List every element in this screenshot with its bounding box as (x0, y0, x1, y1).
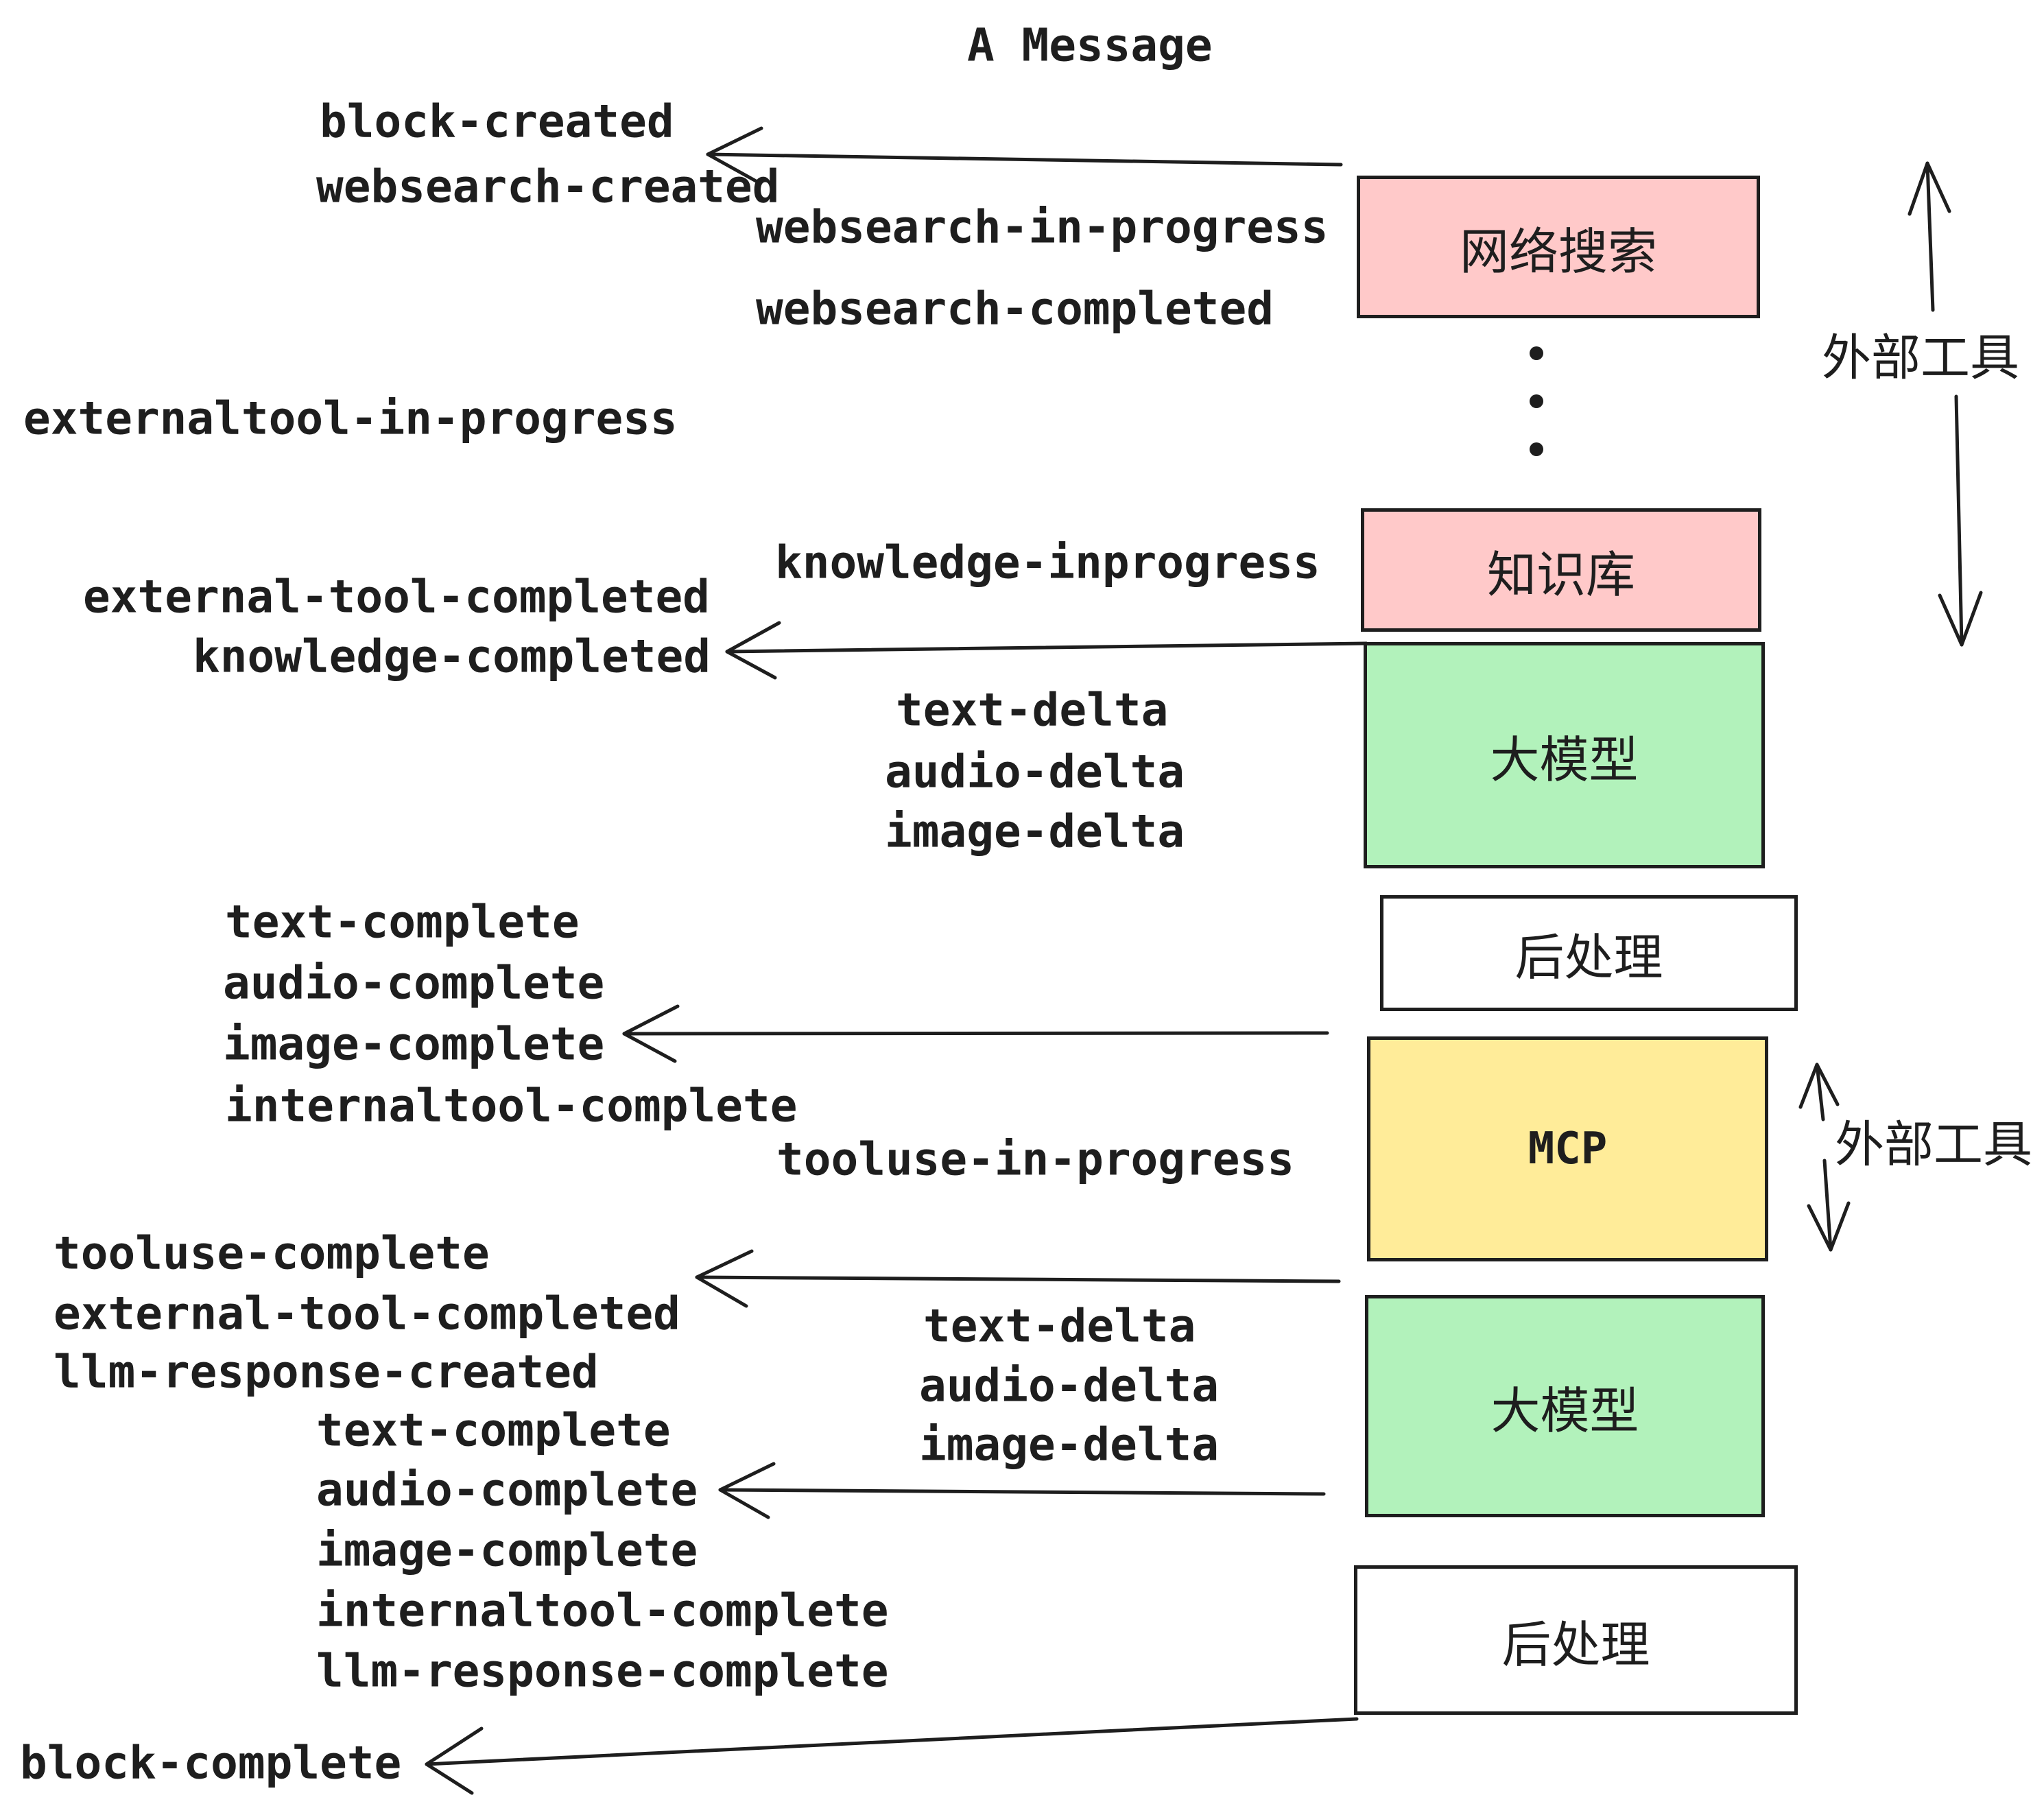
diagram-title: A Message (967, 19, 1213, 72)
stage-box-knowledge-base: 知识库 (1361, 508, 1761, 632)
event-label-internaltool-complete-2: internaltool-complete (316, 1584, 889, 1637)
event-label-text-delta-1: text-delta (896, 683, 1169, 737)
stage-box-postprocess-1: 后处理 (1380, 895, 1798, 1011)
left-arrow-to-block-complete (425, 1717, 1359, 1795)
external-tools-label-2: 外部工具 (1835, 1115, 2033, 1174)
event-label-internaltool-complete-1: internaltool-complete (225, 1079, 798, 1132)
event-label-knowledge-inprogress: knowledge-inprogress (775, 536, 1320, 589)
event-label-audio-complete-1: audio-complete (223, 956, 605, 1010)
stage-box-mcp: MCP (1367, 1036, 1768, 1261)
left-arrow-to-tooluse-complete (695, 1249, 1341, 1308)
event-label-image-delta-2: image-delta (919, 1418, 1220, 1471)
stage-box-llm-1-label: 大模型 (1490, 731, 1639, 789)
stage-box-knowledge-base-label: 知识库 (1486, 545, 1635, 604)
stage-box-websearch-label: 网络搜索 (1459, 222, 1657, 281)
event-label-websearch-created: websearch-created (316, 160, 780, 213)
external-tool-up-arrow-1 (1908, 161, 1951, 312)
event-label-tooluse-in-progress: tooluse-in-progress (776, 1132, 1294, 1186)
stage-box-postprocess-2-label: 后处理 (1501, 1615, 1650, 1674)
event-label-audio-delta-1: audio-delta (885, 745, 1185, 798)
event-label-llm-response-complete: llm-response-complete (316, 1644, 889, 1698)
stage-box-llm-1: 大模型 (1364, 642, 1765, 868)
stage-box-llm-2: 大模型 (1365, 1295, 1765, 1517)
event-label-image-delta-1: image-delta (885, 805, 1185, 858)
event-label-text-complete-2: text-complete (316, 1403, 671, 1457)
event-label-audio-complete-2: audio-complete (316, 1463, 698, 1517)
left-arrow-to-block-created (706, 126, 1343, 184)
external-tool-down-arrow-1 (1938, 394, 1983, 647)
external-tools-label-1: 外部工具 (1822, 329, 2020, 387)
left-arrow-to-knowledge-completed (725, 621, 1368, 680)
vertical-ellipsis-icon (1530, 346, 1543, 456)
event-label-websearch-in-progress: websearch-in-progress (756, 200, 1329, 254)
stage-box-websearch: 网络搜索 (1357, 176, 1760, 318)
left-arrow-to-audio-complete (718, 1462, 1326, 1519)
event-label-external-tool-completed-2: external-tool-completed (54, 1287, 680, 1340)
event-label-text-complete-1: text-complete (225, 895, 580, 949)
event-label-text-delta-2: text-delta (923, 1299, 1196, 1353)
event-label-image-complete-2: image-complete (316, 1523, 698, 1577)
event-label-audio-delta-2: audio-delta (919, 1359, 1220, 1412)
stage-box-postprocess-1-label: 后处理 (1514, 929, 1663, 986)
external-tool-up-arrow-2 (1798, 1063, 1840, 1121)
event-label-block-complete: block-complete (20, 1736, 402, 1790)
left-arrow-to-image-complete (622, 1004, 1329, 1063)
event-label-block-created: block-created (320, 95, 674, 148)
external-tool-down-arrow-2 (1807, 1159, 1851, 1252)
event-label-websearch-completed: websearch-completed (756, 282, 1274, 335)
stage-box-mcp-label: MCP (1528, 1124, 1608, 1174)
event-label-externaltool-in-progress: externaltool-in-progress (23, 392, 678, 445)
stage-box-llm-2-label: 大模型 (1490, 1381, 1639, 1440)
event-label-llm-response-created: llm-response-created (54, 1345, 599, 1399)
event-label-external-tool-completed: external-tool-completed (83, 570, 710, 624)
event-label-tooluse-complete: tooluse-complete (54, 1226, 490, 1280)
stage-box-postprocess-2: 后处理 (1354, 1565, 1798, 1715)
event-label-knowledge-completed: knowledge-completed (193, 630, 711, 683)
event-label-image-complete-1: image-complete (223, 1017, 605, 1071)
